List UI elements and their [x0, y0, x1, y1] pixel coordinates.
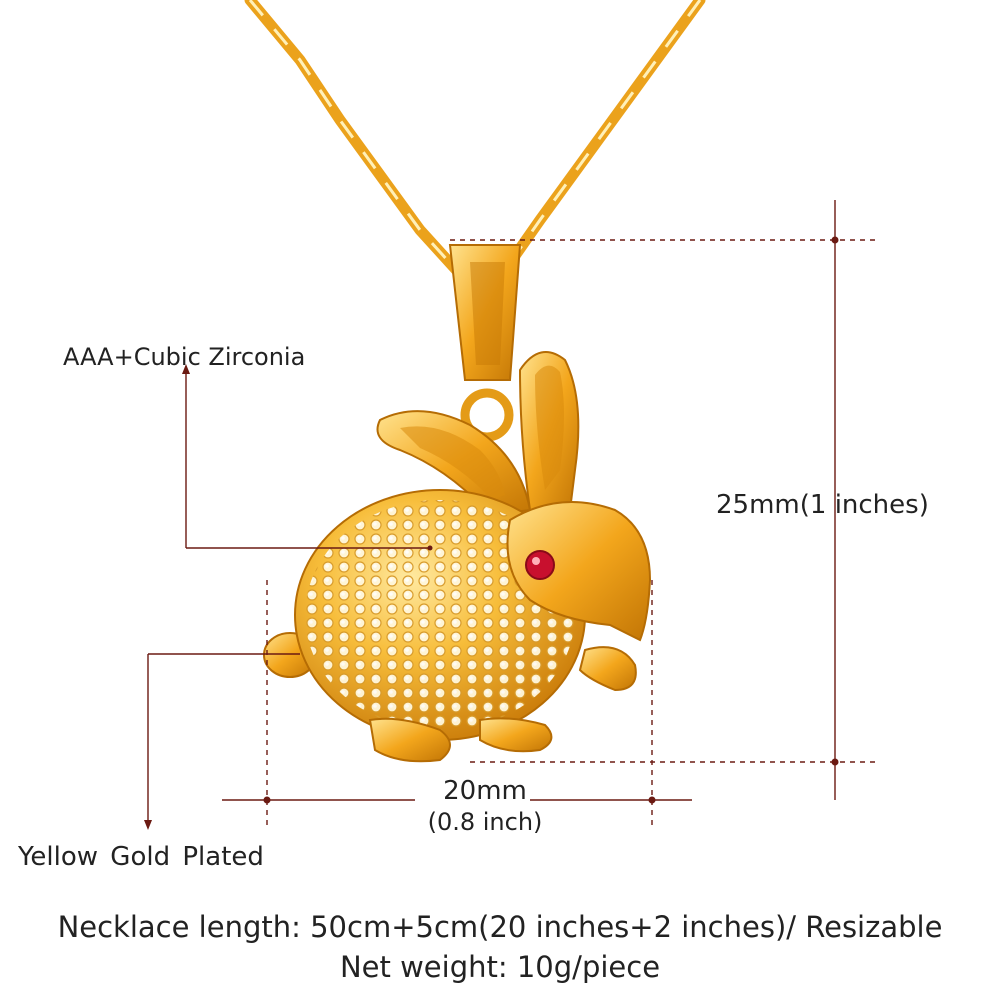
ruby-eye — [525, 550, 555, 580]
necklace-length-text: Necklace length: 50cm+5cm(20 inches+2 in… — [57, 910, 943, 944]
height-dimension-label: 25mm(1 inches) — [716, 490, 929, 520]
bail — [448, 244, 522, 442]
stone-callout-label: AAA+Cubic Zirconia — [63, 343, 306, 371]
net-weight-text: Net weight: 10g/piece — [339, 950, 661, 984]
dimension-lines — [147, 200, 880, 830]
rabbit-pendant — [263, 351, 652, 763]
chain — [244, 0, 706, 291]
plating-callout-label: Yellow Gold Plated — [18, 842, 264, 872]
width-dimension-label: 20mm — [443, 776, 527, 806]
width-dimension-sublabel: (0.8 inch) — [427, 808, 543, 836]
